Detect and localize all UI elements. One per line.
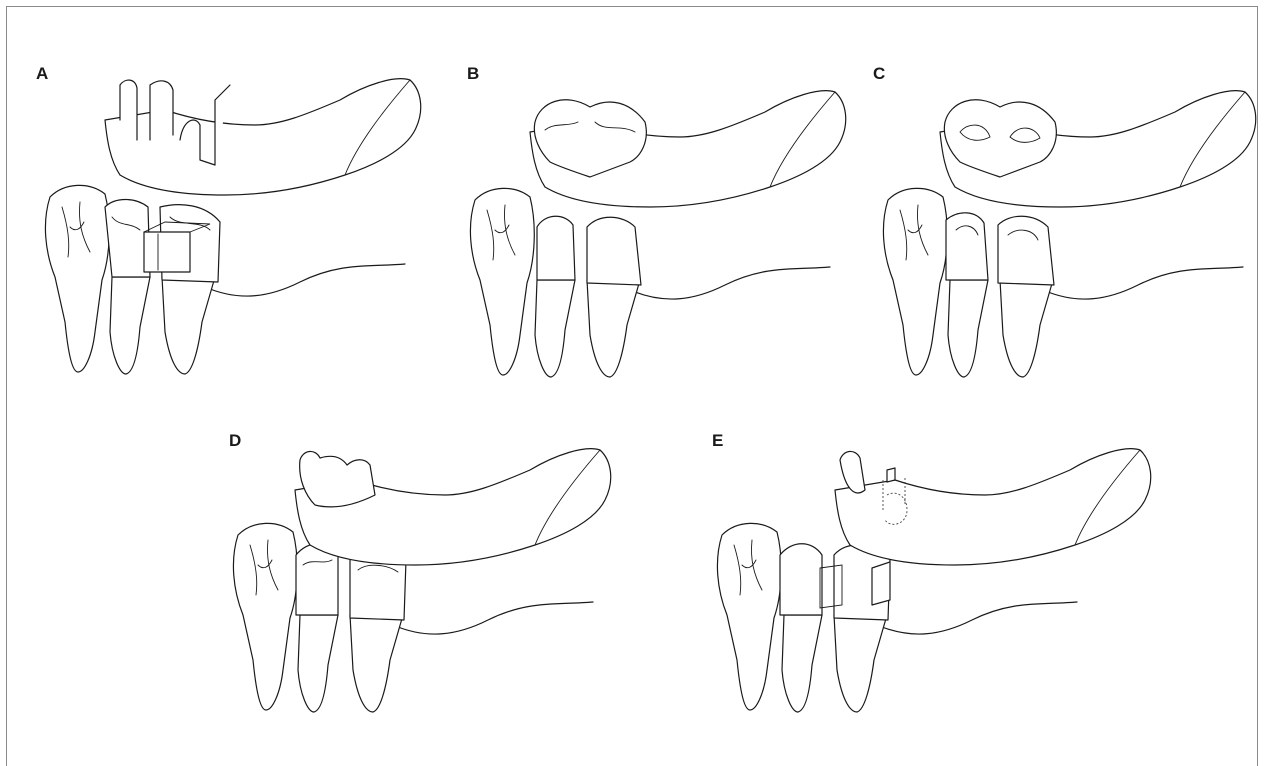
panel-label-b: B — [467, 64, 479, 84]
panel-label-a: A — [36, 64, 48, 84]
panel-label-d: D — [229, 431, 241, 451]
panel-label-e: E — [712, 431, 723, 451]
panel-label-c: C — [873, 64, 885, 84]
